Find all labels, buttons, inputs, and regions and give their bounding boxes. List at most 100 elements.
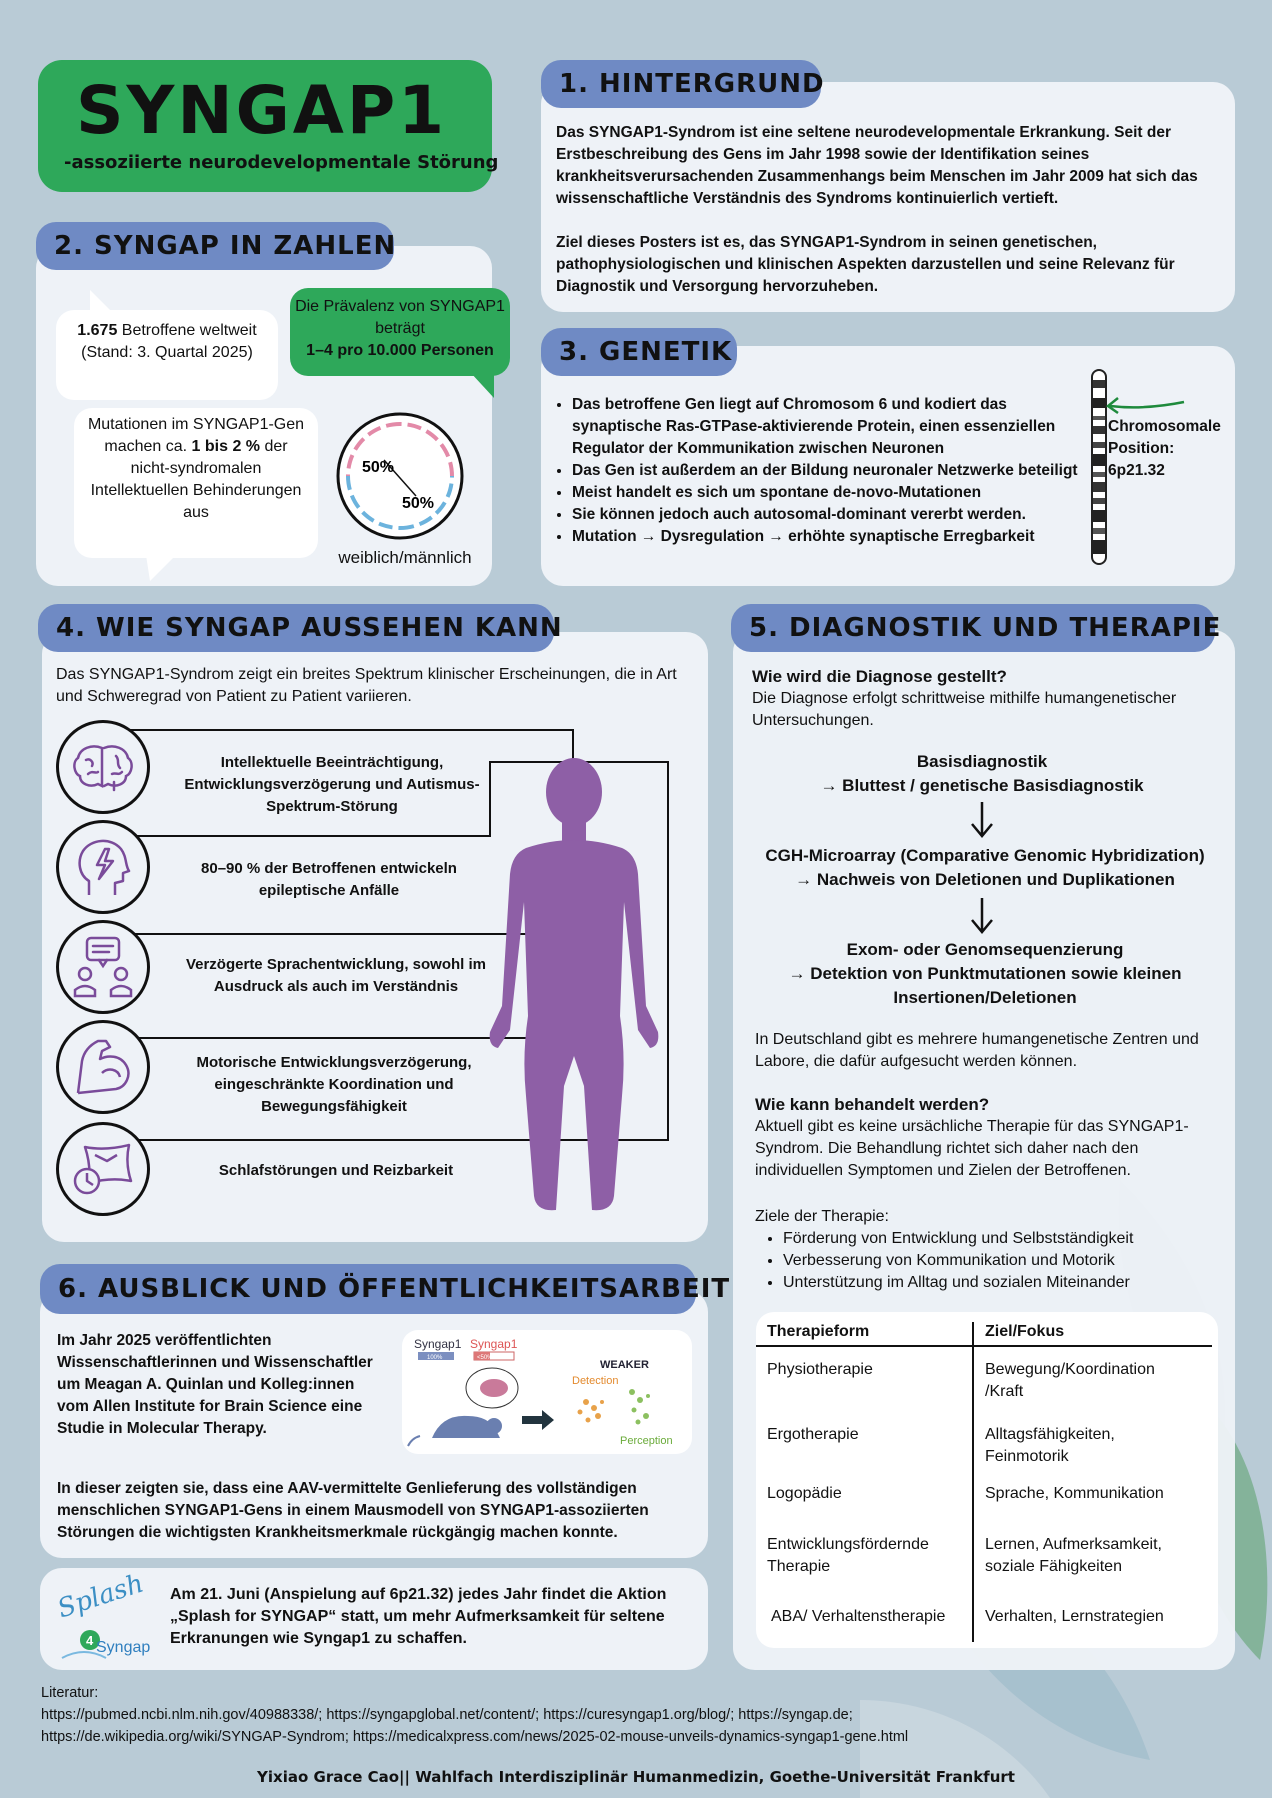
title-box: SYNGAP1 -assoziierte neurodevelopmentale… [38, 60, 498, 192]
ratio-male: 50% [402, 495, 434, 512]
therapy-table-header: Ziel/Fokus [985, 1323, 1065, 1340]
hintergrund-p2: Ziel dieses Posters ist es, das SYNGAP1-… [556, 234, 1175, 295]
genetik-bullet: Das Gen ist außerdem an der Bildung neur… [572, 460, 1100, 482]
literature: Literatur: https://pubmed.ncbi.nlm.nih.g… [41, 1682, 1221, 1748]
literature-line: https://pubmed.ncbi.nlm.nih.gov/40988338… [41, 1707, 853, 1723]
literature-line: https://de.wikipedia.org/wiki/SYNGAP-Syn… [41, 1729, 909, 1745]
splash-logo-text: Splash [54, 1574, 147, 1624]
therapie-question-text: Aktuell gibt es keine ursächliche Therap… [755, 1118, 1189, 1179]
affected-number: 1.675 [77, 322, 118, 339]
diagnostik-centers: In Deutschland gibt es mehrere humangene… [755, 1031, 1199, 1070]
head-lightning-icon [56, 820, 150, 914]
section-hintergrund [541, 82, 1235, 312]
hintergrund-text: Das SYNGAP1-Syndrom ist eine seltene neu… [556, 122, 1226, 298]
therapy-table-cell: ABA/ Verhaltenstherapie [771, 1608, 946, 1625]
prevalence-line2: 1–4 pro 10.000 Personen [306, 342, 494, 359]
ausblick-p1: Im Jahr 2025 veröffentlichten Wissenscha… [57, 1332, 373, 1437]
genetik-bullets: Das betroffene Gen liegt auf Chromosom 6… [552, 394, 1100, 548]
diagnostik-question: Wie wird die Diagnose gestellt? [752, 667, 1007, 686]
brain-icon [56, 720, 150, 814]
therapy-table-cell: Ergotherapie [767, 1426, 859, 1443]
diagnostik-intro: Wie wird die Diagnose gestellt? Die Diag… [752, 666, 1222, 732]
genetik-bullet: Mutation → Dysregulation → erhöhte synap… [572, 526, 1100, 548]
ratio-label: weiblich/männlich [338, 548, 472, 567]
mouse-study-illustration: Syngap1 100% Syngap1 <50% WEAKER Detecti… [407, 1337, 673, 1447]
prevalence-bubble: Die Prävalenz von SYNGAP1 beträgt 1–4 pr… [290, 288, 510, 376]
study-label: Detection [572, 1375, 618, 1387]
svg-text:4: 4 [86, 1633, 94, 1648]
section-hintergrund-header: 1. HINTERGRUND [541, 60, 824, 108]
genetik-bullet: Meist handelt es sich um spontane de-nov… [572, 482, 1100, 504]
bubble-tail-icon [90, 290, 114, 314]
therapy-table-cell: Lernen, Aufmerksamkeit, soziale Fähigkei… [985, 1536, 1162, 1575]
arrow-down-icon [971, 898, 993, 934]
affected-bubble: 1.675 Betroffene weltweit (Stand: 3. Qua… [56, 310, 278, 400]
arrow-down-icon [971, 802, 993, 838]
symptom-text: Schlafstörungen und Reizbarkeit [218, 1162, 454, 1179]
study-image: Syngap1 100% Syngap1 <50% WEAKER Detecti… [402, 1330, 692, 1454]
bubble-tail-icon [470, 372, 494, 398]
diagnostik-step: CGH-Microarray (Comparative Genomic Hybr… [765, 846, 1205, 889]
therapy-table-lines [756, 1322, 1212, 1642]
therapie-goals-title: Ziele der Therapie: [755, 1208, 889, 1225]
bubble-tail-icon [146, 555, 176, 581]
study-label: Perception [620, 1435, 673, 1447]
section-zahlen-header: 2. SYNGAP IN ZAHLEN [36, 222, 395, 270]
mutation-bubble: Mutationen im SYNGAP1-Gen machen ca. 1 b… [74, 408, 318, 558]
therapie-goal: Förderung von Entwicklung und Selbststän… [783, 1228, 1225, 1250]
therapie-question: Wie kann behandelt werden? [755, 1095, 990, 1114]
symptom-text: Intellektuelle Beeinträchtigung, Entwick… [184, 754, 480, 815]
therapie-goals: Ziele der Therapie: Förderung von Entwic… [755, 1206, 1225, 1294]
title-sub: -assoziierte neurodevelopmentale Störung [64, 152, 499, 173]
splash-text: Am 21. Juni (Anspielung auf 6p21.32) jed… [170, 1586, 667, 1647]
therapie-goal: Unterstützung im Alltag und sozialen Mit… [783, 1272, 1225, 1294]
arrow-left-icon [1105, 397, 1185, 415]
muscle-arm-icon [56, 1020, 150, 1114]
diagnostik-question-text: Die Diagnose erfolgt schrittweise mithil… [752, 690, 1177, 729]
title-main: SYNGAP1 [76, 72, 448, 149]
aussehen-intro: Das SYNGAP1-Syndrom zeigt ein breites Sp… [56, 666, 677, 705]
symptom-text: Motorische Entwicklungsverzögerung, eing… [196, 1054, 472, 1115]
splash-logo-text: Syngap [96, 1639, 150, 1656]
therapy-table-cell: Verhalten, Lernstrategien [985, 1608, 1164, 1625]
footer-author: Yixiao Grace Cao|| Wahlfach Interdiszipl… [257, 1768, 1015, 1786]
chromosome-position-label: Chromosomale Position: 6p21.32 [1108, 418, 1221, 479]
therapy-table-cell: Logopädie [767, 1485, 842, 1502]
therapy-table-header: Therapieform [767, 1323, 870, 1340]
section-ausblick-header: 6. AUSBLICK UND ÖFFENTLICHKEITSARBEIT [40, 1264, 729, 1314]
symptom-text: 80–90 % der Betroffenen entwickeln epile… [201, 860, 457, 899]
therapie-intro: Wie kann behandelt werden? Aktuell gibt … [755, 1094, 1225, 1182]
therapy-table-cell: Entwicklungsfördernde Therapie [767, 1536, 929, 1575]
affected-stand: (Stand: 3. Quartal 2025) [81, 344, 253, 361]
section-genetik [541, 346, 1235, 586]
splash-logo: Splash 4 Syngap [54, 1569, 154, 1664]
symptom-text: Verzögerte Sprachentwicklung, sowohl im … [185, 956, 487, 995]
study-label: Syngap1 [470, 1337, 518, 1351]
genetik-bullet: Sie können jedoch auch autosomal-dominan… [572, 504, 1100, 526]
diagnostik-step: Exom- oder Genomsequenzierung → Detektio… [788, 940, 1182, 1007]
therapy-table-cell: Bewegung/Koordination /Kraft [985, 1361, 1155, 1400]
section-splash [40, 1568, 708, 1670]
human-figure-icon [489, 758, 659, 1211]
literature-label: Literatur: [41, 1685, 99, 1701]
gender-ratio-chart: 50% 50% [336, 412, 464, 540]
genetik-bullet: Das betroffene Gen liegt auf Chromosom 6… [572, 394, 1100, 460]
study-label: Syngap1 [414, 1337, 462, 1351]
therapie-goal: Verbesserung von Kommunikation und Motor… [783, 1250, 1225, 1272]
section-aussehen-header: 4. WIE SYNGAP AUSSEHEN KANN [38, 604, 562, 652]
study-bar-label: <50% [477, 1355, 493, 1361]
therapy-table-cell: Alltagsfähigkeiten, Feinmotorik [985, 1426, 1115, 1465]
affected-label: Betroffene weltweit [117, 322, 257, 339]
section-diagnostik-header: 5. DIAGNOSTIK UND THERAPIE [731, 604, 1220, 652]
ratio-female: 50% [362, 459, 394, 476]
therapy-table-cell: Physiotherapie [767, 1361, 873, 1378]
chromosome-icon [1091, 369, 1107, 565]
hintergrund-p1: Das SYNGAP1-Syndrom ist eine seltene neu… [556, 124, 1198, 207]
ausblick-p2: In dieser zeigten sie, dass eine AAV-ver… [57, 1480, 649, 1541]
section-genetik-header: 3. GENETIK [541, 328, 737, 376]
therapy-table-cell: Sprache, Kommunikation [985, 1485, 1164, 1502]
speech-people-icon [56, 920, 150, 1014]
prevalence-line1: Die Prävalenz von SYNGAP1 beträgt [295, 298, 505, 337]
study-label: WEAKER [600, 1359, 649, 1371]
